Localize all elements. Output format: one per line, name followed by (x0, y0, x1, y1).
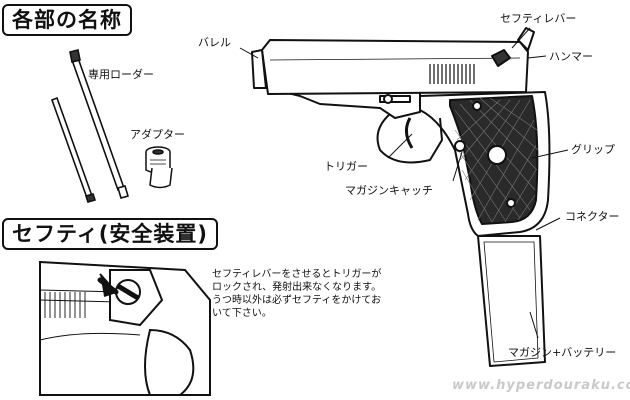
safety-note-line: ロックされ、発射出来なくなります。 (212, 282, 382, 293)
safety-note: セフティレバーをさせるとトリガーが ロックされ、発射出来なくなります。 うつ時以… (212, 268, 417, 320)
label-safety-lever: セフティレバー (500, 12, 577, 25)
label-magazine-battery: マガジン+バッテリー (508, 346, 617, 359)
label-barrel: バレル (198, 36, 231, 49)
label-grip: グリップ (571, 143, 615, 156)
label-connector: コネクター (565, 210, 620, 223)
loader-illustration (50, 49, 129, 203)
safety-closeup-illustration (39, 260, 211, 396)
pistol-illustration (251, 27, 551, 367)
adapter-illustration (145, 146, 173, 189)
label-trigger: トリガー (324, 160, 368, 173)
label-loader: 専用ローダー (88, 68, 154, 81)
safety-section-title: セフティ(安全装置) (2, 218, 218, 250)
parts-section-title: 各部の名称 (2, 4, 132, 36)
label-adapter: アダプター (130, 128, 185, 141)
label-magazine-catch: マガジンキャッチ (345, 184, 433, 197)
safety-note-line: うつ時以外は必ずセフティをかけてお (212, 295, 382, 306)
label-hammer: ハンマー (549, 50, 593, 63)
safety-note-line: いて下さい。 (212, 308, 272, 319)
watermark: www.hyperdouraku.com (452, 378, 630, 393)
safety-note-line: セフティレバーをさせるとトリガーが (212, 269, 382, 280)
leader-lines (239, 27, 569, 339)
